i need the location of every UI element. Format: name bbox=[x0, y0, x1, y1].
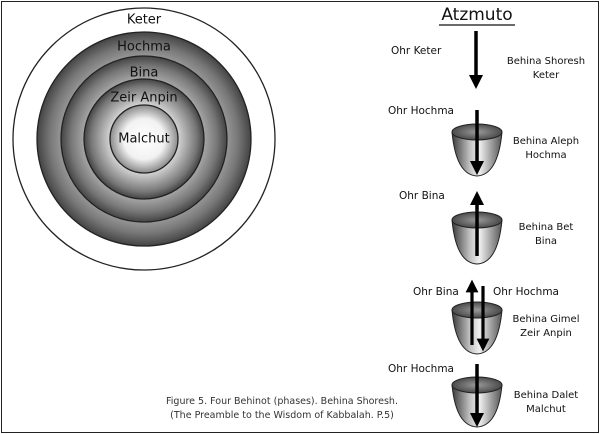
phase-name-line1: Behina Aleph bbox=[513, 136, 579, 147]
phase-name-line2: Zeir Anpin bbox=[520, 328, 572, 339]
vessel-cup bbox=[451, 309, 503, 355]
phase-gimel: Ohr Bina Ohr Hochma Behina Gimel Zeir An… bbox=[413, 279, 580, 355]
phase-name-line2: Malchut bbox=[526, 404, 566, 415]
ring-label-zeir-anpin: Zeir Anpin bbox=[110, 91, 177, 106]
ring-label-malchut: Malchut bbox=[118, 132, 170, 147]
phase-dalet: Ohr Hochma Behina Dalet Malchut bbox=[388, 363, 579, 428]
diagram-title: Atzmuto bbox=[441, 5, 512, 25]
ring-label-hochma: Hochma bbox=[117, 40, 171, 55]
phase-name-line1: Behina Gimel bbox=[513, 314, 580, 325]
light-label-up: Ohr Bina bbox=[413, 286, 459, 298]
light-label: Ohr Hochma bbox=[388, 363, 454, 375]
phase-name-line1: Behina Shoresh bbox=[507, 56, 585, 67]
concentric-circles: Keter Hochma Bina Zeir Anpin Malchut bbox=[12, 7, 276, 271]
phase-name-line1: Behina Bet bbox=[519, 222, 574, 233]
phase-aleph: Ohr Hochma Behina Aleph Hochma bbox=[388, 105, 579, 177]
ring-label-bina: Bina bbox=[130, 66, 159, 81]
light-label: Ohr Bina bbox=[399, 190, 445, 202]
phase-name-line1: Behina Dalet bbox=[514, 390, 579, 401]
ring-label-keter: Keter bbox=[127, 13, 162, 28]
caption-line2: (The Preamble to the Wisdom of Kabbalah.… bbox=[170, 410, 394, 421]
phase-name-line2: Hochma bbox=[525, 150, 566, 161]
phase-bet: Ohr Bina Behina Bet Bina bbox=[399, 190, 574, 265]
ring-malchut bbox=[109, 104, 179, 174]
phase-name-line2: Keter bbox=[533, 70, 560, 81]
caption-line1: Figure 5. Four Behinot (phases). Behina … bbox=[166, 396, 398, 407]
phase-shoresh: Ohr Keter Behina Shoresh Keter bbox=[391, 31, 585, 89]
vessel-rim bbox=[451, 301, 503, 319]
figure-caption: Figure 5. Four Behinot (phases). Behina … bbox=[166, 396, 398, 421]
phase-name-line2: Bina bbox=[535, 236, 557, 247]
light-label: Ohr Hochma bbox=[388, 105, 454, 117]
light-label: Ohr Keter bbox=[391, 45, 442, 57]
light-label-down: Ohr Hochma bbox=[493, 286, 559, 298]
